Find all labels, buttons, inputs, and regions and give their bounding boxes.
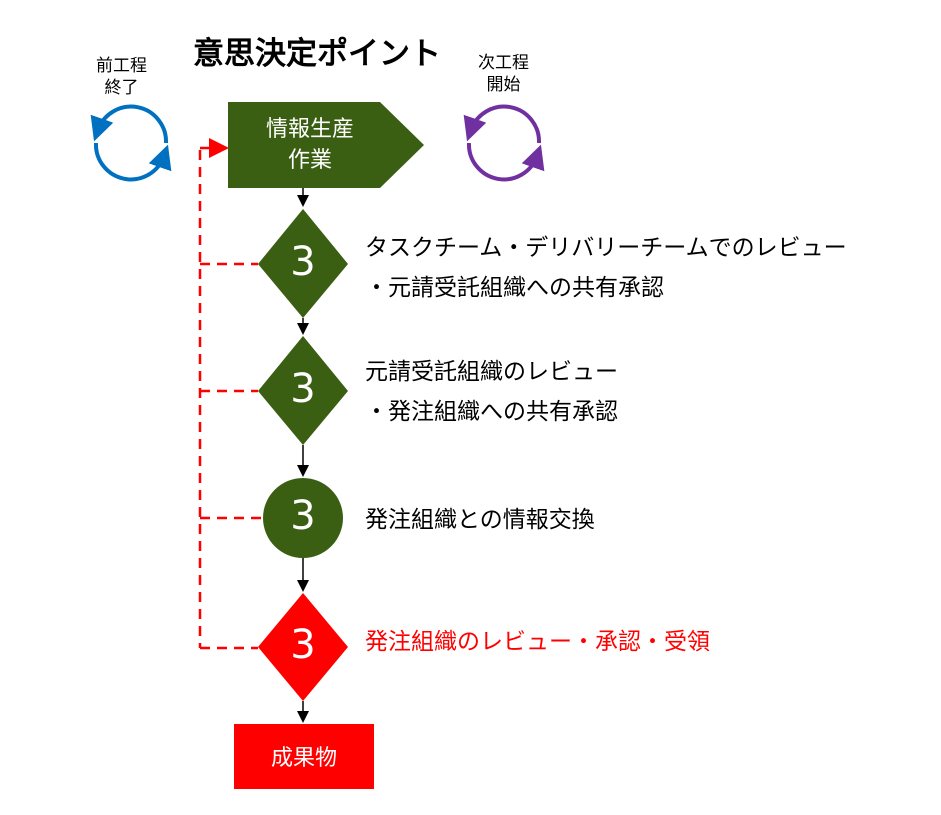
start-box-line2: 作業 (287, 148, 332, 173)
step-1-line1: タスクチーム・デリバリーチームでのレビュー (365, 235, 847, 261)
step-1-label: タスクチーム・デリバリーチームでのレビュー ・元請受託組織への共有承認 (365, 228, 847, 308)
next-process-line1: 次工程 (478, 53, 529, 73)
step-3-number: 3 (290, 493, 316, 539)
step-4-number: 3 (290, 622, 316, 668)
decision-circle-3 (263, 478, 343, 558)
step-3-label: 発注組織との情報交換 (365, 507, 595, 533)
next-process-label: 次工程 開始 (478, 52, 529, 96)
feedback-lines (198, 150, 263, 650)
prev-process-line2: 終了 (104, 78, 139, 98)
decision-diamond-4 (258, 593, 348, 701)
page-title: 意思決定ポイント (193, 36, 441, 72)
start-box-shape (228, 102, 424, 188)
cycle-icon-blue (90, 104, 172, 182)
step-1-line2: ・元請受託組織への共有承認 (365, 275, 664, 301)
step-1-number: 3 (290, 239, 316, 285)
next-process-line2: 開始 (486, 75, 521, 95)
start-box: 情報生産 作業 (240, 114, 380, 176)
step-2-line2: ・発注組織への共有承認 (365, 399, 618, 425)
end-box: 成果物 (270, 746, 337, 771)
step-4-label: 発注組織のレビュー・承認・受領 (365, 629, 710, 655)
step-2-line1: 元請受託組織のレビュー (365, 359, 618, 385)
decision-diamond-2 (258, 336, 348, 445)
decision-diamond-1 (258, 209, 348, 318)
prev-process-label: 前工程 終了 (96, 55, 147, 99)
cycle-icon-purple (463, 104, 545, 182)
step-2-label: 元請受託組織のレビュー ・発注組織への共有承認 (365, 352, 618, 432)
start-box-line1: 情報生産 (265, 117, 354, 142)
prev-process-line1: 前工程 (96, 56, 147, 76)
step-2-number: 3 (290, 366, 316, 412)
end-box-shape (234, 724, 374, 789)
